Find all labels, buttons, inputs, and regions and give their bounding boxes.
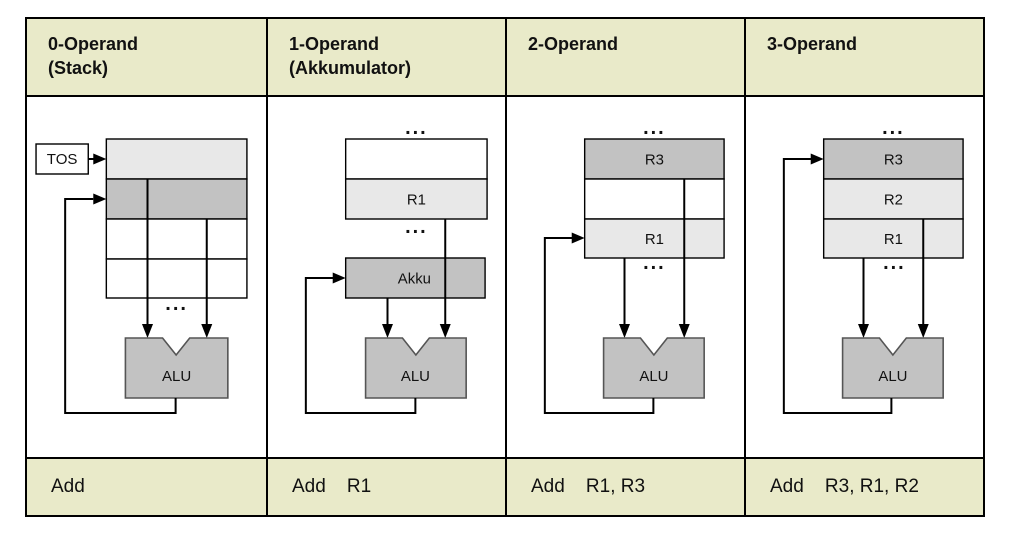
header-title: 0-Operand <box>48 34 139 54</box>
arrow-head-down-icon <box>917 324 929 338</box>
tos-box <box>35 143 89 175</box>
ellipsis: ... <box>882 117 905 139</box>
ellipsis: ... <box>165 293 188 315</box>
header-subtitle: (Stack) <box>48 58 109 78</box>
diagram-3operand: ... R3 R2 R1 ... ALU <box>744 97 983 457</box>
instruction-example-stack: Add <box>27 457 266 515</box>
diagram-stack: TOS ... ALU <box>27 97 266 457</box>
akkumulator-diagram-svg: ... R1 ... Akku ALU <box>304 117 488 414</box>
instruction-label: Add R3, R1, R2 <box>770 476 919 497</box>
header-title: 3-Operand <box>767 34 858 54</box>
instruction-example-2operand: Add R1, R3 <box>505 457 744 515</box>
alu-label: ALU <box>162 368 191 385</box>
register-label: R2 <box>884 191 903 208</box>
arrow-head-right-icon <box>571 232 585 244</box>
alu-box <box>841 337 944 399</box>
ellipsis: ... <box>883 252 906 274</box>
instruction-label: Add R1, R3 <box>531 476 646 497</box>
register-label: R3 <box>645 151 664 168</box>
register-cell-r1 <box>583 218 725 259</box>
arrow-head-right-icon <box>332 272 346 284</box>
header-title: 2-Operand <box>528 34 619 54</box>
register-cell-r3 <box>822 138 964 180</box>
akku-label: Akku <box>398 270 431 287</box>
arrow-head-down-icon <box>141 324 154 338</box>
arrow-head-down-icon <box>678 324 690 338</box>
arrow-head-right-icon <box>93 153 107 165</box>
instruction-label: Add <box>51 476 85 497</box>
register-label: R1 <box>884 231 903 248</box>
ellipsis: ... <box>405 117 428 139</box>
alu-box <box>602 337 705 399</box>
alu-label: ALU <box>878 368 907 385</box>
ellipsis: ... <box>643 252 666 274</box>
stack-cell-top <box>105 138 248 180</box>
stack-cell-fourth <box>105 258 248 299</box>
two-operand-diagram-svg: ... R3 R1 ... ALU <box>543 117 725 414</box>
alu-box <box>364 337 467 399</box>
register-cell-r2 <box>822 178 964 220</box>
column-header-stack: 0-Operand (Stack) <box>27 19 266 97</box>
ellipsis: ... <box>405 216 428 238</box>
result-feedback-line <box>543 237 655 414</box>
result-feedback-line <box>782 158 893 414</box>
result-feedback-line <box>304 277 417 414</box>
arrow-head-down-icon <box>201 324 213 338</box>
register-label: R3 <box>884 151 903 168</box>
architecture-comparison-table: 0-Operand (Stack) 1-Operand (Akkumulator… <box>25 17 985 517</box>
instruction-example-akkumulator: Add R1 <box>266 457 505 515</box>
column-header-2operand: 2-Operand <box>505 19 744 97</box>
column-header-3operand: 3-Operand <box>744 19 983 97</box>
header-subtitle: (Akkumulator) <box>289 58 412 78</box>
arrow-head-down-icon <box>858 324 869 338</box>
register-cell-blank <box>344 138 488 180</box>
stack-cell-third <box>105 218 248 260</box>
diagram-2operand: ... R3 R1 ... ALU <box>505 97 744 457</box>
arrow-head-down-icon <box>439 324 451 338</box>
register-cell-r1 <box>822 218 964 259</box>
header-title: 1-Operand <box>289 34 380 54</box>
alu-box <box>124 337 229 399</box>
arrow-head-down-icon <box>619 324 630 338</box>
arrow-head-right-icon <box>93 193 107 205</box>
register-cell-r1 <box>344 178 488 220</box>
instruction-example-3operand: Add R3, R1, R2 <box>744 457 983 515</box>
arrow-head-down-icon <box>382 324 393 338</box>
stack-cell-second <box>105 178 248 220</box>
result-feedback-line <box>64 198 177 414</box>
register-cell-r3 <box>583 138 725 180</box>
three-operand-diagram-svg: ... R3 R2 R1 ... ALU <box>782 117 964 414</box>
instruction-label: Add R1 <box>292 476 372 497</box>
arrow-head-right-icon <box>810 153 824 165</box>
tos-label: TOS <box>47 151 78 168</box>
ellipsis: ... <box>643 117 666 139</box>
register-label: R1 <box>407 191 426 208</box>
register-cell-blank <box>583 178 725 220</box>
column-header-akkumulator: 1-Operand (Akkumulator) <box>266 19 505 97</box>
alu-label: ALU <box>401 368 430 385</box>
register-label: R1 <box>645 231 664 248</box>
alu-label: ALU <box>639 368 668 385</box>
stack-diagram-svg: TOS ... ALU <box>35 138 248 414</box>
diagram-akkumulator: ... R1 ... Akku ALU <box>266 97 505 457</box>
